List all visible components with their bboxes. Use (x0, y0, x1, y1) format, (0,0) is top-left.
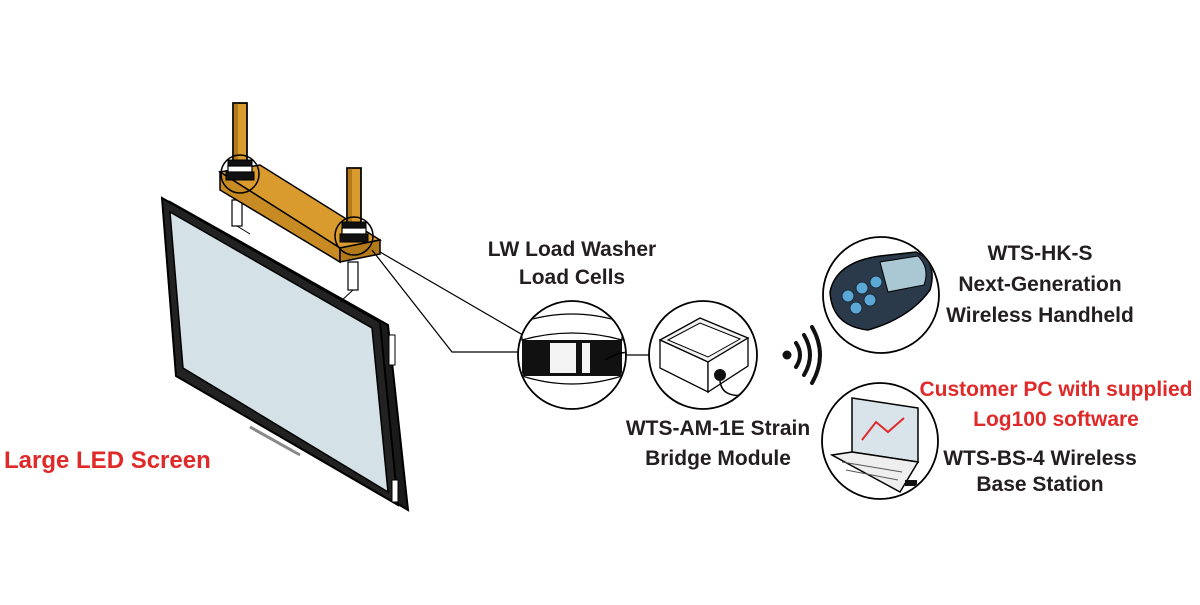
wireless-signal-icon (782, 325, 822, 385)
wireless-handheld-closeup (822, 236, 940, 354)
base-station-laptop-closeup (821, 382, 939, 500)
label-handheld-line2: Next-Generation (958, 273, 1121, 296)
load-cell-closeup (517, 300, 627, 410)
label-load-cells-line1: LW Load Washer (488, 238, 656, 261)
load-washer-right (334, 216, 374, 256)
label-module-line1: WTS-AM-1E Strain (626, 417, 810, 440)
label-base-line2: Base Station (976, 473, 1103, 496)
label-base-line1: WTS-BS-4 Wireless (943, 447, 1137, 470)
led-screen-illustration (160, 196, 410, 512)
label-handheld-line1: WTS-HK-S (988, 242, 1093, 265)
strain-bridge-module-closeup (648, 300, 758, 410)
label-handheld-line3: Wireless Handheld (946, 304, 1134, 327)
label-pc-line1: Customer PC with supplied (919, 378, 1192, 401)
hanging-brackets (231, 199, 359, 303)
label-load-cells-line2: Load Cells (519, 266, 625, 289)
label-large-led-screen: Large LED Screen (4, 447, 211, 474)
load-washer-left (220, 154, 260, 194)
label-pc-line2: Log100 software (973, 408, 1139, 431)
label-module-line2: Bridge Module (645, 447, 791, 470)
